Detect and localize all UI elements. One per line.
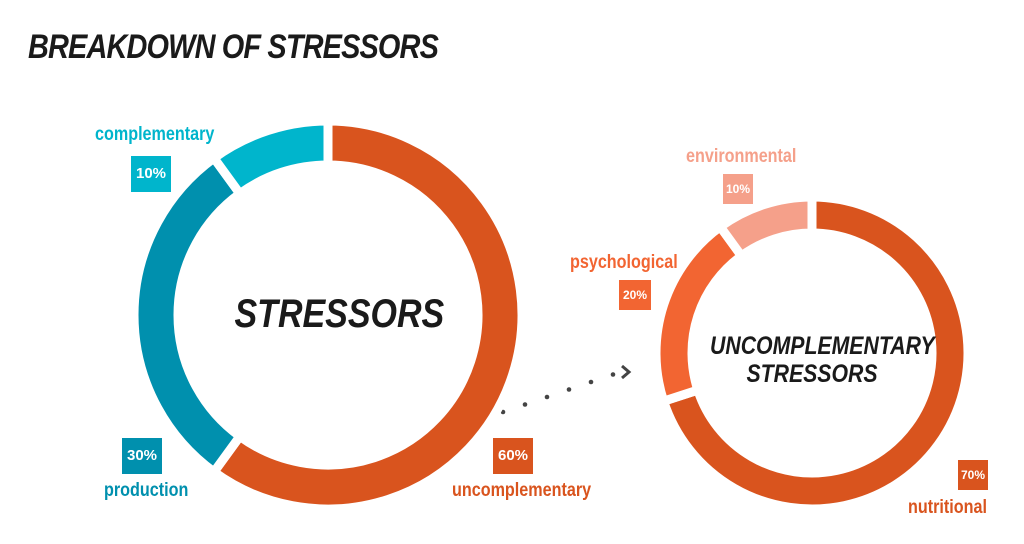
- label-uncomplementary: uncomplementary: [452, 480, 592, 501]
- pct-psychological: 20%: [619, 280, 651, 310]
- stressors-slice-complementary: [207, 116, 333, 200]
- label-environmental: environmental: [686, 146, 797, 167]
- arrow-dot: [544, 394, 550, 400]
- label-nutritional: nutritional: [908, 497, 987, 518]
- chart-title: BREAKDOWN OF STRESSORS: [28, 28, 439, 66]
- small-center-label: UNCOMPLEMENTARY STRESSORS: [710, 332, 935, 388]
- pct-production: 30%: [122, 438, 162, 474]
- pct-nutritional: 70%: [958, 460, 988, 490]
- uncomplementary-slice-nutritional: [657, 192, 973, 514]
- pct-environmental: 10%: [723, 174, 753, 204]
- pct-uncomplementary: 60%: [493, 438, 533, 474]
- arrow-dot: [610, 372, 616, 377]
- uncomplementary-slice-environmental: [714, 192, 817, 263]
- stressors-slice-uncomplementary: [207, 116, 527, 514]
- dotted-arrow: [500, 364, 632, 415]
- pct-complementary: 10%: [131, 156, 171, 192]
- small-center-label-line2: STRESSORS: [746, 360, 878, 388]
- label-production: production: [104, 480, 189, 501]
- label-complementary: complementary: [95, 124, 215, 145]
- big-center-label: STRESSORS: [234, 292, 445, 336]
- label-psychological: psychological: [570, 252, 678, 273]
- stressors-slice-production: [129, 151, 247, 479]
- arrow-dot: [522, 402, 528, 407]
- arrow-head-icon: [621, 364, 632, 380]
- arrow-dot: [588, 379, 594, 385]
- arrow-dot: [566, 387, 572, 392]
- small-center-label-line1: UNCOMPLEMENTARY: [710, 332, 935, 360]
